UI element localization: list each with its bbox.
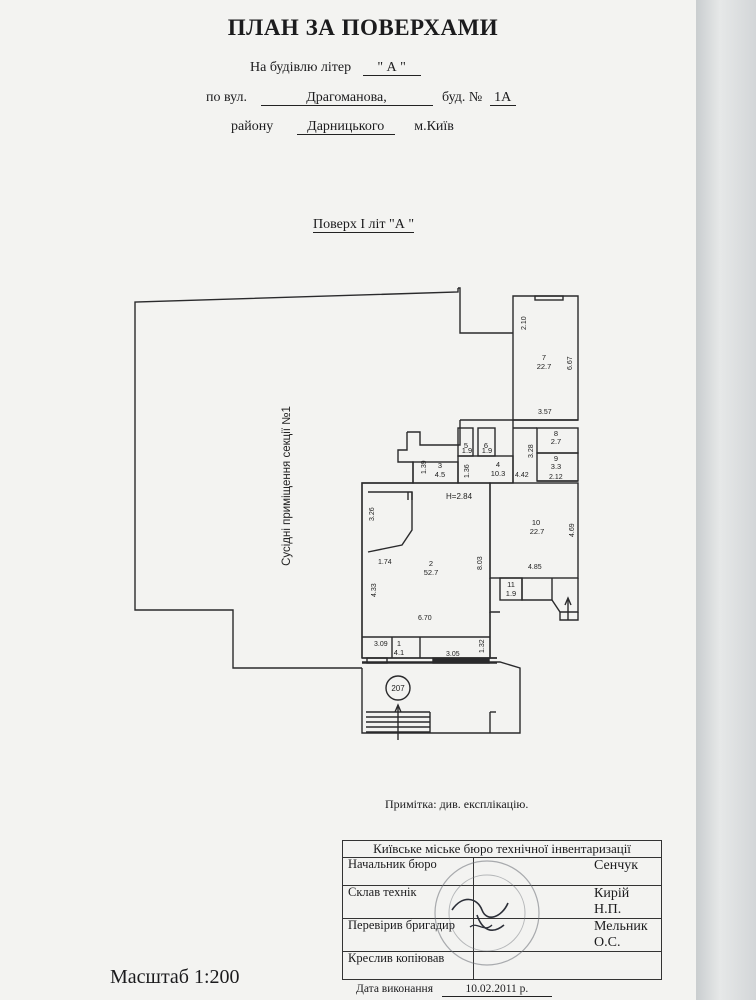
neighbor-section-outline-top	[458, 287, 513, 334]
dim-6-70: 6.70	[418, 615, 432, 622]
room-3-area: 4.5	[435, 470, 445, 479]
name-copier	[473, 951, 662, 980]
room-6-number: 6	[484, 441, 488, 450]
room-1-number: 1	[397, 639, 401, 648]
district-prefix: району	[231, 119, 274, 134]
room-11-number: 11	[507, 580, 515, 589]
street-line: по вул. Драгоманова, буд. № 1А	[206, 90, 516, 106]
page-edge	[696, 0, 756, 1000]
neighbor-section-outline	[134, 288, 459, 669]
room-4-area: 10.3	[491, 469, 506, 478]
dim-3-57: 3.57	[538, 409, 552, 416]
role-checker: Перевірив бригадир	[342, 918, 474, 952]
note-text: Примітка: див. експлікацію.	[385, 797, 529, 811]
entrance-number: 207	[391, 684, 405, 693]
wing-7-outline	[512, 295, 579, 421]
room-7-number: 7	[542, 353, 546, 362]
organization-name: Київське міське бюро технічної інвентари…	[342, 840, 662, 858]
building-line: На будівлю літер " А "	[250, 60, 421, 76]
official-seal	[434, 860, 540, 966]
dim-3-28: 3.28	[528, 444, 535, 458]
name-head: Сенчук	[473, 857, 662, 886]
dim-3-26: 3.26	[369, 507, 376, 521]
floor-title: Поверх I літ "А "	[313, 217, 415, 233]
completion-date-row: Дата виконання 10.02.2011 р.	[356, 982, 552, 997]
dim-3-09: 3.09	[374, 641, 388, 648]
building-letter: " А "	[362, 61, 421, 76]
dim-4-42: 4.42	[515, 472, 529, 479]
entrance-marker	[385, 675, 411, 701]
room-2-area: 52.7	[424, 568, 439, 577]
neighbor-section-label: Сусідні приміщення секції №1	[281, 406, 293, 566]
room-10-number: 10	[532, 518, 540, 527]
dim-6-67: 6.67	[567, 356, 574, 370]
dim-1-74: 1.74	[378, 559, 392, 566]
dim-1-39: 1.39	[421, 460, 428, 474]
room-1-area: 4.1	[394, 648, 404, 657]
completion-date: 10.02.2011 р.	[441, 982, 552, 997]
document-title: ПЛАН ЗА ПОВЕРХАМИ	[227, 15, 499, 40]
room-2-number: 2	[429, 559, 433, 568]
house-prefix: буд. №	[442, 90, 483, 105]
street-name: Драгоманова,	[260, 91, 433, 106]
room-5-number: 5	[464, 441, 468, 450]
dim-8-03: 8.03	[477, 556, 484, 570]
room-7-area: 22.7	[537, 362, 552, 371]
room-9-area: 3.3	[551, 462, 561, 471]
dim-4-85: 4.85	[528, 564, 542, 571]
entrance-stairs	[366, 711, 496, 733]
room-8-area: 2.7	[551, 437, 561, 446]
ceiling-height-label: H=2.84	[446, 492, 473, 501]
district-line: району Дарницького м.Київ	[231, 119, 454, 135]
room-8-number: 8	[554, 429, 558, 438]
room-10-area: 22.7	[530, 527, 545, 536]
dim-1-32: 1.32	[479, 639, 486, 653]
room-4-number: 4	[496, 460, 500, 469]
room-11-area: 1.9	[506, 589, 516, 598]
room-9-number: 9	[554, 454, 558, 463]
room-5-area: 1.9	[462, 446, 472, 455]
street-prefix: по вул.	[206, 90, 247, 105]
document-page	[0, 0, 696, 1000]
dim-2-12: 2.12	[549, 474, 563, 481]
room-6-area: 1.9	[482, 446, 492, 455]
signature-mark	[451, 898, 509, 931]
dim-2-10: 2.10	[521, 316, 528, 330]
dim-1-36: 1.36	[464, 464, 471, 478]
approval-stamp-table: Київське міське бюро технічної інвентари…	[342, 840, 662, 980]
room-3-number: 3	[438, 461, 442, 470]
date-label: Дата виконання	[356, 983, 433, 995]
city-name: м.Київ	[414, 119, 454, 134]
house-number: 1А	[489, 91, 516, 106]
dim-3-05: 3.05	[446, 651, 460, 658]
scale-label: Масштаб 1:200	[110, 966, 240, 988]
dim-4-69: 4.69	[569, 523, 576, 537]
district-name: Дарницького	[296, 120, 395, 135]
dim-4-33: 4.33	[371, 583, 378, 597]
building-prefix: На будівлю літер	[250, 60, 352, 75]
